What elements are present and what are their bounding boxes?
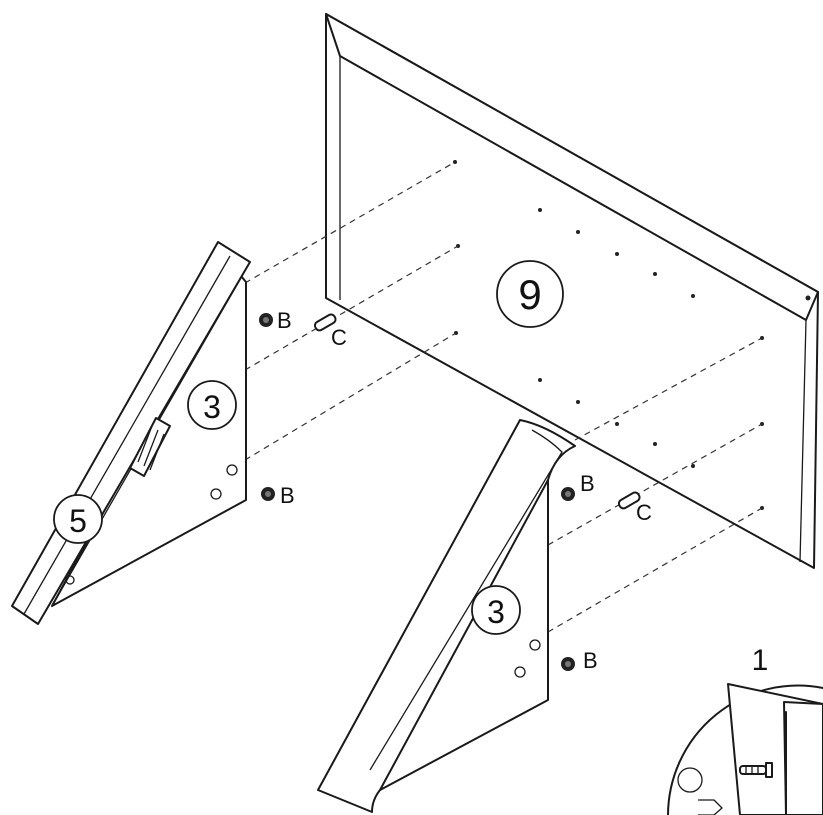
dowel-c-icon (617, 491, 641, 510)
detail-inset: 1 (667, 644, 823, 815)
guide-lines-right (547, 337, 763, 633)
part-3-right-label: 3 (487, 594, 505, 630)
dowel-c-icon (313, 313, 337, 332)
right-side-assembly: 3 (317, 419, 576, 813)
part-3-left-bubble (187, 380, 237, 430)
part-9-bubble (496, 260, 564, 328)
bolt-b-label-4: B (583, 648, 598, 673)
screw-icon (739, 762, 773, 778)
dowel-c-label-2: C (636, 500, 652, 525)
part-5-bubble (53, 494, 103, 544)
bolt-b-label-2: B (280, 483, 295, 508)
hinge-bracket (129, 417, 171, 477)
bolt-b-icon (259, 313, 273, 327)
part-5-label: 5 (69, 503, 87, 539)
detail-step-number: 1 (752, 644, 769, 677)
hardware: B B B B C C (259, 308, 652, 673)
part-3-right-bubble (471, 585, 521, 635)
part-3-left-label: 3 (203, 389, 221, 425)
bolt-b-icon (261, 487, 275, 501)
part-9-label: 9 (518, 271, 541, 318)
back-panel: 9 (325, 13, 819, 569)
bolt-b-label-1: B (277, 308, 292, 333)
dowel-c-label-1: C (331, 325, 347, 350)
bolt-b-icon (561, 657, 575, 671)
bolt-b-icon (561, 487, 575, 501)
guide-lines-left (244, 161, 459, 461)
left-side-assembly: 3 5 (11, 241, 251, 625)
panel-holes (453, 160, 764, 510)
bolt-b-label-3: B (580, 471, 595, 496)
